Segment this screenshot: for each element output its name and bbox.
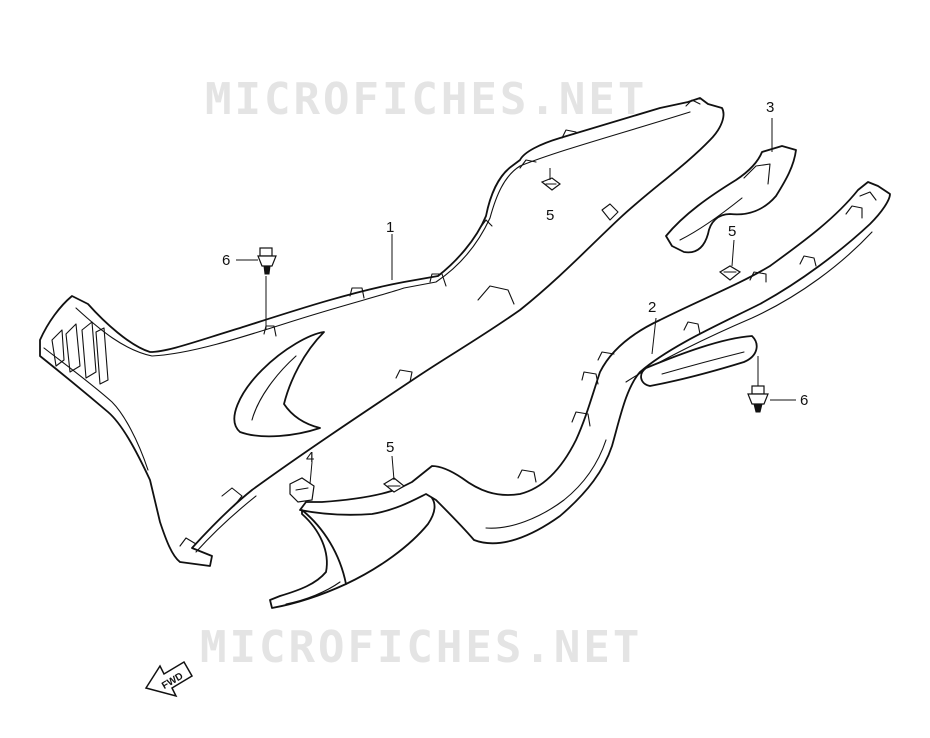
callout-4: 4 xyxy=(306,449,314,466)
clamp-4 xyxy=(289,477,315,503)
callout-6-right: 6 xyxy=(800,392,808,409)
part-2-right-cover xyxy=(269,181,891,609)
part-3-rear-panel xyxy=(665,145,797,254)
rivet-6-right xyxy=(747,385,769,413)
callout-5-right: 5 xyxy=(728,223,736,240)
clip-5-upper xyxy=(540,177,561,191)
callout-6-left: 6 xyxy=(222,252,230,269)
callout-2: 2 xyxy=(648,299,656,316)
callout-5-lower: 5 xyxy=(386,439,394,456)
clip-5-lower xyxy=(382,477,406,493)
watermark-bottom: MICROFICHES.NET xyxy=(200,622,642,673)
leader-lines xyxy=(236,118,796,485)
callout-1: 1 xyxy=(386,219,394,236)
callout-3: 3 xyxy=(766,99,774,116)
callout-5-upper: 5 xyxy=(546,207,554,224)
fwd-arrow: FWD xyxy=(144,660,194,698)
watermark-top: MICROFICHES.NET xyxy=(205,74,647,125)
rivet-6-left xyxy=(257,247,277,275)
clip-5-right xyxy=(718,265,742,281)
part-1-left-cover xyxy=(39,97,725,567)
